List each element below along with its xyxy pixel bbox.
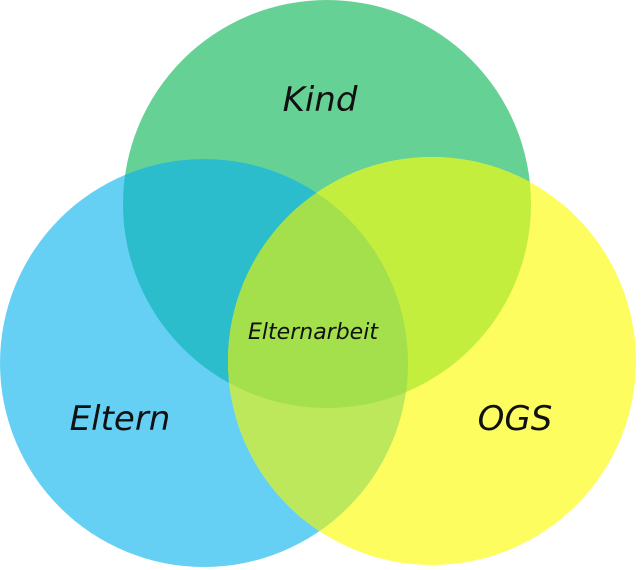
label-ogs: OGS [478, 399, 553, 439]
overlap-all [228, 159, 408, 408]
label-eltern: Eltern [70, 399, 171, 439]
label-center: Elternarbeit [248, 320, 379, 345]
label-kind: Kind [283, 80, 358, 120]
